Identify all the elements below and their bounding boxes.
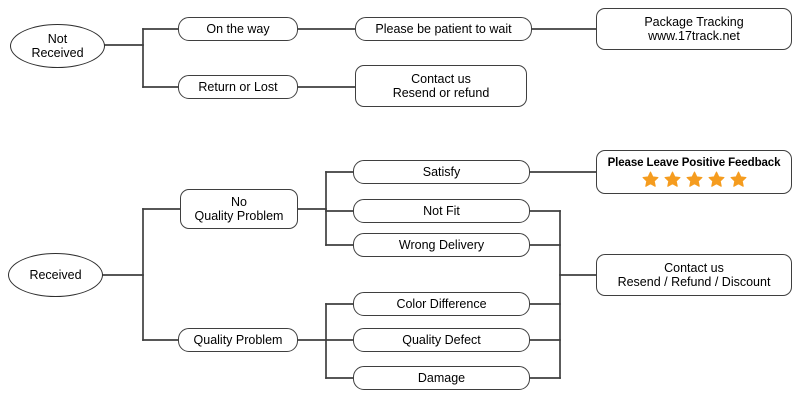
node-return-or-lost-label: Return or Lost (198, 79, 278, 94)
star-icon[interactable] (707, 171, 725, 188)
node-on-the-way-label: On the way (206, 21, 270, 36)
node-quality-problem-label: Quality Problem (193, 332, 283, 347)
node-not-received-label: Not Received (31, 31, 84, 61)
star-icon[interactable] (685, 171, 703, 188)
node-satisfy[interactable]: Satisfy (353, 160, 530, 184)
node-not-received[interactable]: Not Received (10, 24, 105, 68)
node-contact-resend-refund-discount-label: Contact us Resend / Refund / Discount (617, 260, 771, 290)
node-damage[interactable]: Damage (353, 366, 530, 390)
node-wrong-delivery-label: Wrong Delivery (398, 237, 485, 252)
node-return-or-lost[interactable]: Return or Lost (178, 75, 298, 99)
node-color-difference[interactable]: Color Difference (353, 292, 530, 316)
node-quality-problem[interactable]: Quality Problem (178, 328, 298, 352)
node-package-tracking-label: Package Tracking www.17track.net (644, 14, 744, 44)
node-no-quality-problem-label: No Quality Problem (194, 194, 284, 224)
node-not-fit-label: Not Fit (423, 203, 460, 218)
node-positive-feedback[interactable]: Please Leave Positive Feedback (596, 150, 792, 194)
node-contact-resend-refund-label: Contact us Resend or refund (392, 71, 490, 101)
star-icon[interactable] (729, 171, 747, 188)
node-please-be-patient-label: Please be patient to wait (375, 21, 512, 36)
node-quality-defect[interactable]: Quality Defect (353, 328, 530, 352)
star-icon[interactable] (641, 171, 659, 188)
node-package-tracking[interactable]: Package Tracking www.17track.net (596, 8, 792, 50)
node-wrong-delivery[interactable]: Wrong Delivery (353, 233, 530, 257)
feedback-title: Please Leave Positive Feedback (607, 156, 781, 169)
node-damage-label: Damage (417, 370, 466, 385)
node-no-quality-problem[interactable]: No Quality Problem (180, 189, 298, 229)
node-received[interactable]: Received (8, 253, 103, 297)
node-not-fit[interactable]: Not Fit (353, 199, 530, 223)
star-rating[interactable] (641, 171, 747, 188)
node-received-label: Received (29, 267, 82, 282)
node-contact-resend-refund[interactable]: Contact us Resend or refund (355, 65, 527, 107)
node-contact-resend-refund-discount[interactable]: Contact us Resend / Refund / Discount (596, 254, 792, 296)
node-satisfy-label: Satisfy (422, 164, 461, 179)
star-icon[interactable] (663, 171, 681, 188)
node-quality-defect-label: Quality Defect (402, 332, 481, 347)
node-please-be-patient[interactable]: Please be patient to wait (355, 17, 532, 41)
node-color-difference-label: Color Difference (396, 296, 487, 311)
node-on-the-way[interactable]: On the way (178, 17, 298, 41)
